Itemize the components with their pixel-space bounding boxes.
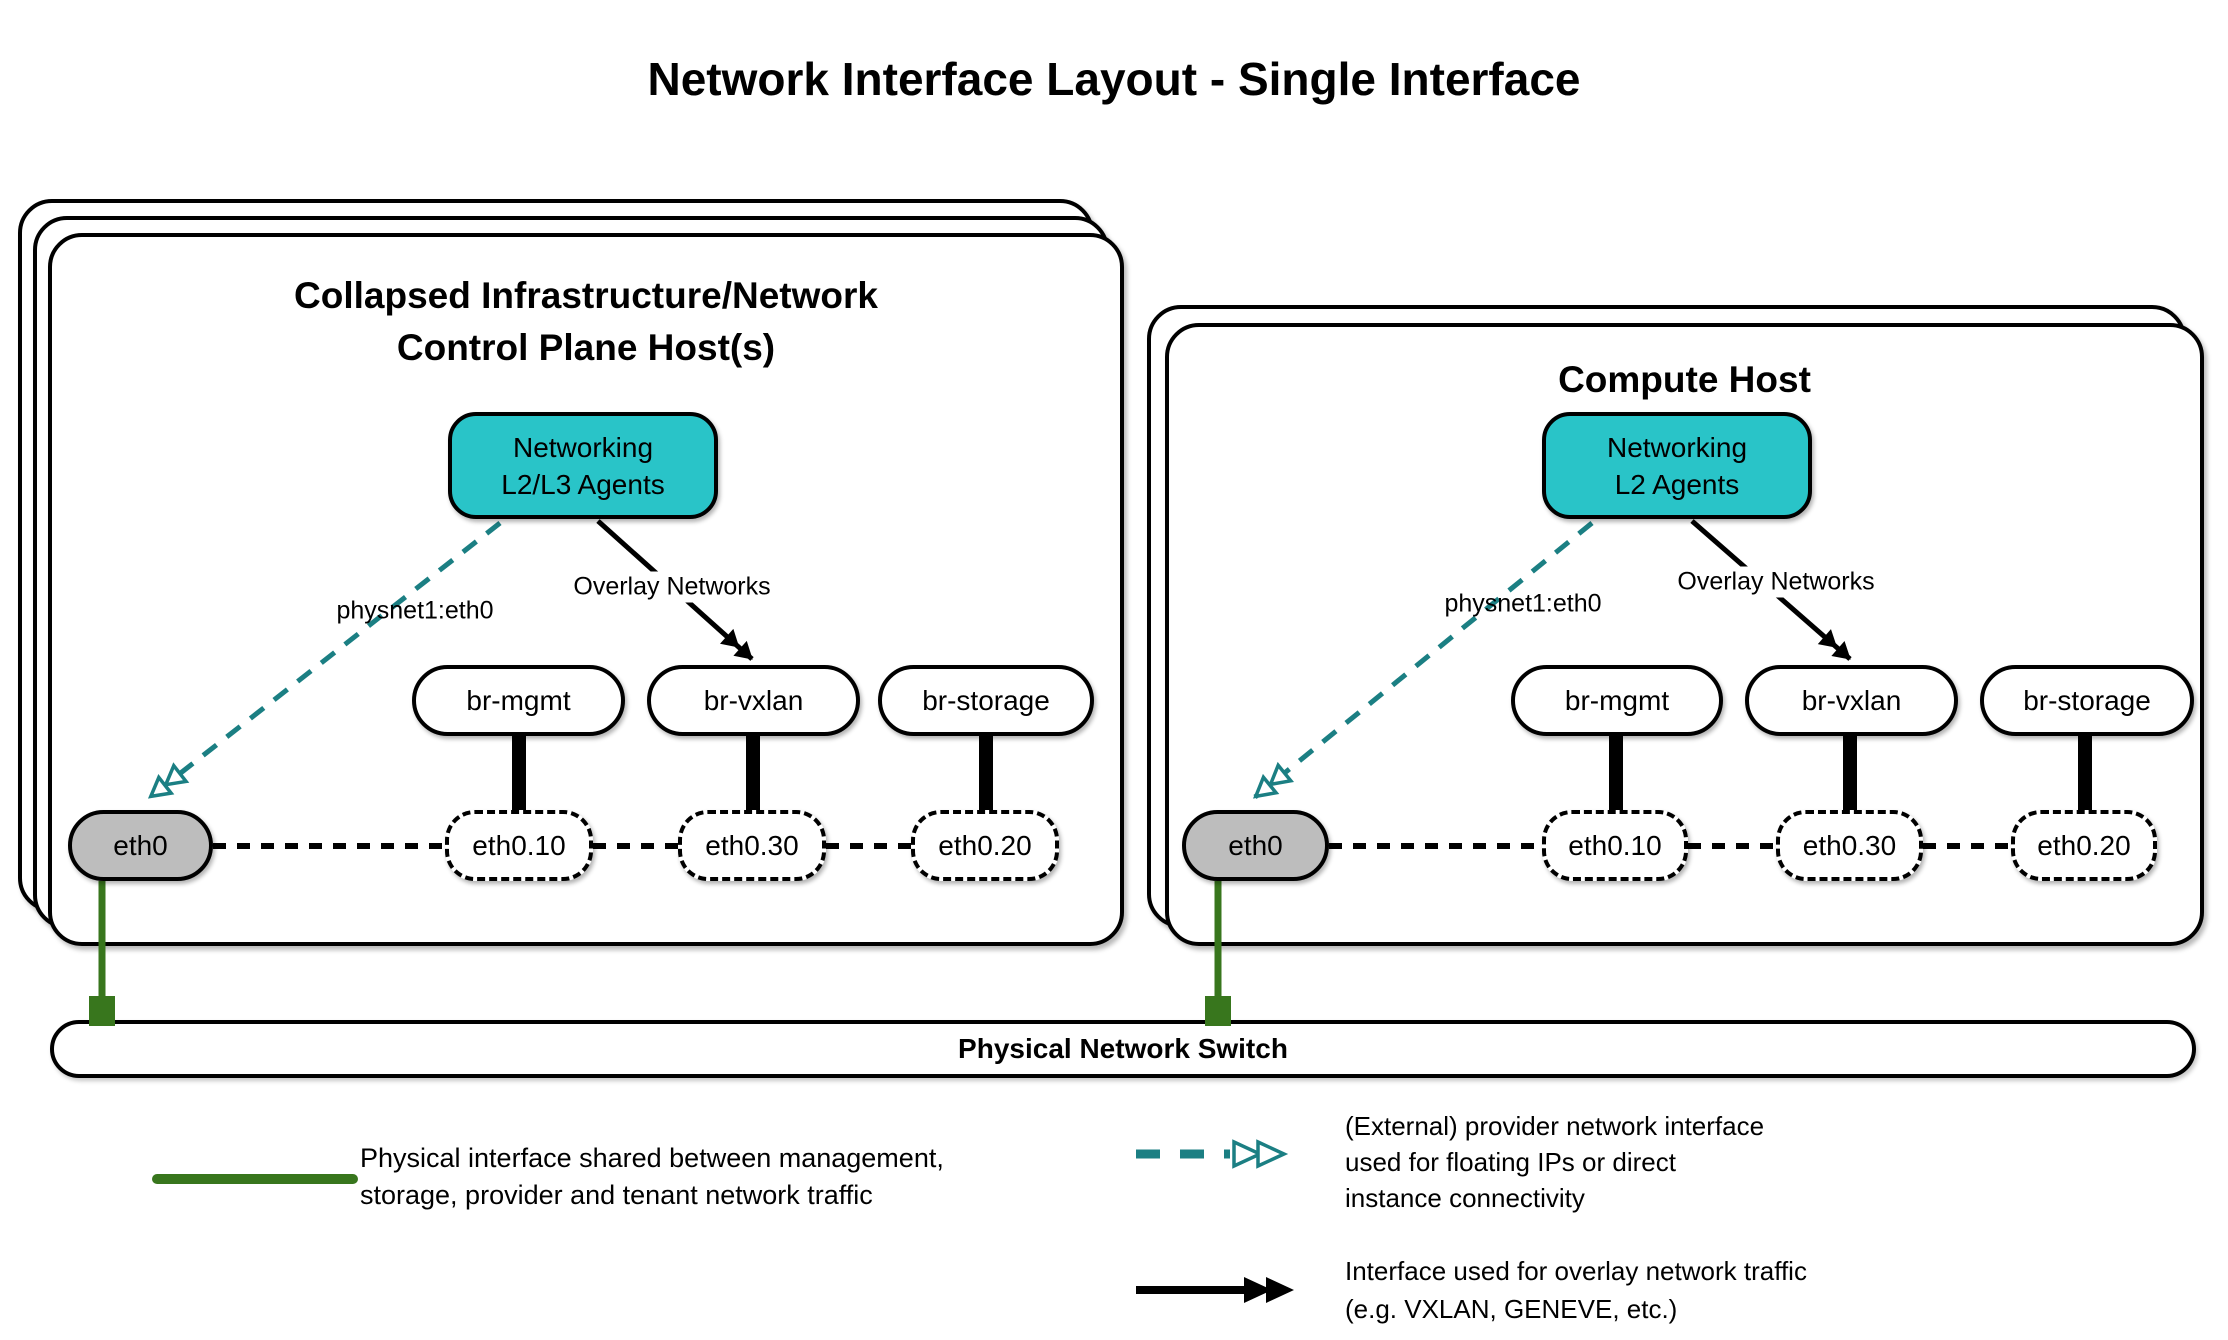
uplink-port-compute	[1205, 996, 1231, 1026]
control-host-title-line2: Control Plane Host(s)	[396, 327, 776, 368]
vlan-node-control-eth0-10: eth0.10	[445, 810, 593, 881]
bridge-node-control-br-vxlan: br-vxlan	[647, 665, 860, 736]
agent-node-control-line2: L2/L3 Agents	[501, 468, 665, 500]
vlan-node-compute-eth0-10: eth0.10	[1542, 810, 1688, 881]
legend-physical-line1: Physical interface shared between manage…	[360, 1143, 944, 1173]
vlan-node-control-eth0-30: eth0.30	[678, 810, 826, 881]
uplink-port-control	[89, 996, 115, 1026]
legend-physical-text: Physical interface shared between manage…	[360, 1140, 944, 1214]
provider-arrow-compute	[1252, 521, 1594, 799]
bridge-node-control-br-storage: br-storage	[878, 665, 1094, 736]
legend-overlay-text: Interface used for overlay network traff…	[1345, 1252, 1807, 1328]
legend-provider-text: (External) provider network interface us…	[1345, 1108, 1764, 1216]
legend-physical-line2: storage, provider and tenant network tra…	[360, 1180, 873, 1210]
physical-interface-node-control: eth0	[68, 810, 213, 881]
legend-overlay-arrow-icon	[1136, 1277, 1294, 1303]
physical-switch-label: Physical Network Switch	[958, 1033, 1288, 1064]
provider-link-label-control: physnet1:eth0	[336, 596, 494, 625]
vlan-node-control-eth0-20: eth0.20	[911, 810, 1059, 881]
page-title: Network Interface Layout - Single Interf…	[647, 53, 1581, 105]
vlan-node-compute-eth0-20: eth0.20	[2011, 810, 2157, 881]
agent-node-compute: Networking L2 Agents	[1542, 412, 1812, 519]
provider-link-label-compute: physnet1:eth0	[1444, 589, 1602, 618]
legend-provider-line1: (External) provider network interface	[1345, 1111, 1765, 1141]
physical-switch-bar: Physical Network Switch	[50, 1020, 2196, 1078]
agent-node-compute-line1: Networking	[1606, 431, 1748, 463]
legend-provider-arrow-icon	[1136, 1139, 1289, 1169]
overlay-link-label-compute: Overlay Networks	[1672, 566, 1880, 598]
bridge-node-compute-br-storage: br-storage	[1980, 665, 2194, 736]
legend-physical-line-icon	[152, 1174, 358, 1184]
compute-host-title: Compute Host	[1558, 359, 1811, 400]
bridge-node-compute-br-mgmt: br-mgmt	[1511, 665, 1723, 736]
control-host-title-line1: Collapsed Infrastructure/Network	[294, 275, 878, 316]
legend-overlay-line2: (e.g. VXLAN, GENEVE, etc.)	[1345, 1294, 1678, 1324]
provider-arrow-control	[147, 521, 502, 799]
bridge-node-control-br-mgmt: br-mgmt	[412, 665, 625, 736]
legend-provider-line2: used for floating IPs or direct	[1345, 1147, 1676, 1177]
agent-node-control-line1: Networking	[512, 431, 654, 463]
overlay-link-label-control: Overlay Networks	[568, 571, 776, 603]
vlan-node-compute-eth0-30: eth0.30	[1776, 810, 1923, 881]
physical-interface-node-compute: eth0	[1182, 810, 1329, 881]
agent-node-control: Networking L2/L3 Agents	[448, 412, 718, 519]
agent-node-compute-line2: L2 Agents	[1614, 468, 1740, 500]
legend-overlay-line1: Interface used for overlay network traff…	[1345, 1256, 1807, 1286]
legend-provider-line3: instance connectivity	[1345, 1183, 1585, 1213]
bridge-node-compute-br-vxlan: br-vxlan	[1745, 665, 1958, 736]
